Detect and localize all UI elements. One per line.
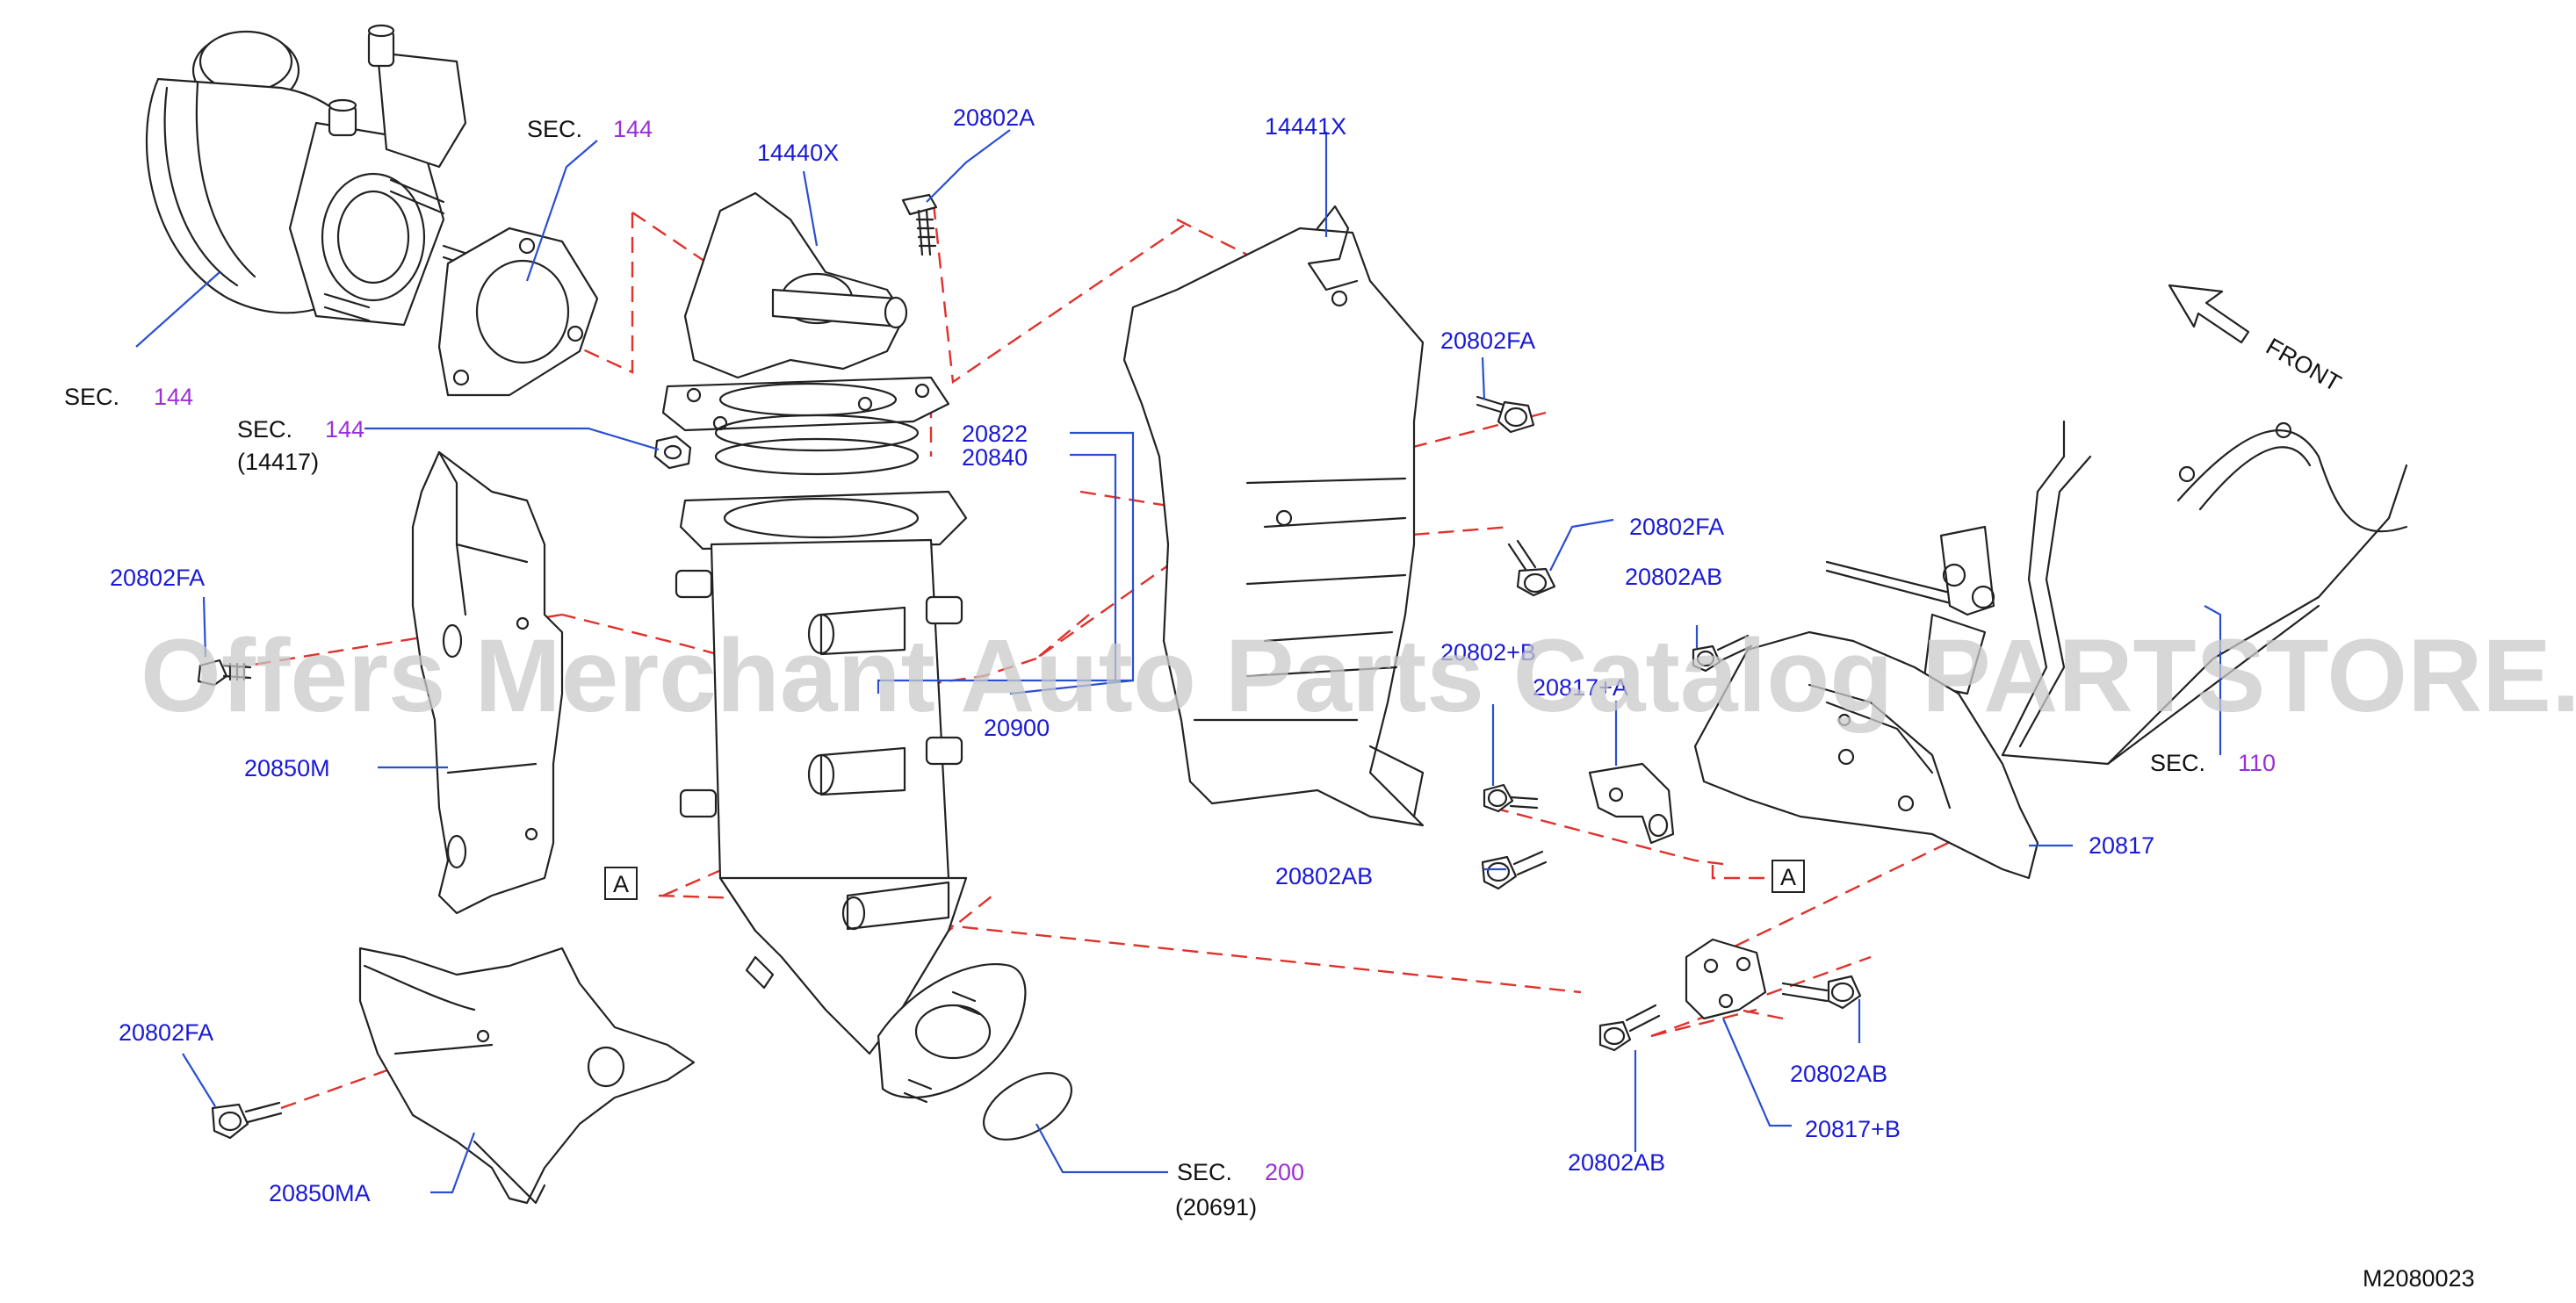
bolt-20802ab-lower-right [1781, 975, 1862, 1010]
heat-shield-20850m [411, 450, 564, 915]
part-20817a-label[interactable]: 20817+A [1533, 674, 1628, 701]
gasket-rings [714, 414, 920, 476]
part-20802b-label[interactable]: 20802+B [1440, 639, 1536, 666]
sec-144-top-number[interactable]: 144 [613, 116, 653, 142]
sec-144-left-number[interactable]: 144 [154, 384, 193, 410]
part-20802fa-label-mid[interactable]: 20802FA [1629, 514, 1724, 540]
sec-144-left-prefix: SEC. [64, 384, 119, 410]
bolt-20802ab-upper [1692, 634, 1753, 673]
catalytic-converter-20900 [675, 490, 1027, 1104]
diagram-code: M2080023 [2363, 1265, 2475, 1292]
watermark-text: Offers Merchant Auto Parts Catalog PARTS… [141, 618, 2576, 734]
front-label: FRONT [2262, 333, 2346, 396]
sec-110-prefix: SEC. [2150, 750, 2205, 776]
part-20802ab-label-lower-left[interactable]: 20802AB [1568, 1149, 1665, 1176]
part-14440x-label[interactable]: 14440X [757, 140, 839, 166]
part-20802ab-label-center[interactable]: 20802AB [1275, 863, 1373, 889]
part-20840-label[interactable]: 20840 [962, 444, 1028, 471]
part-14441x-label[interactable]: 14441X [1265, 113, 1346, 140]
sec-144-mid-number[interactable]: 144 [325, 416, 364, 443]
sec-200-number[interactable]: 200 [1265, 1159, 1304, 1185]
part-20802ab-label-upper[interactable]: 20802AB [1625, 564, 1722, 590]
bolt-20802a [901, 193, 938, 256]
bolt-20802fa-left [197, 659, 252, 687]
part-20802a-label[interactable]: 20802A [953, 104, 1035, 131]
heat-shield-20850ma [358, 947, 696, 1205]
front-arrow-icon [2168, 284, 2250, 344]
part-20802ab-label-lower-right[interactable]: 20802AB [1790, 1061, 1887, 1087]
exhaust-adapter-14440x [661, 191, 950, 432]
leader-lines [135, 129, 2222, 1194]
bracket-20817b [1685, 938, 1767, 1020]
sec-200-subnumber: (20691) [1175, 1194, 1257, 1220]
part-20817b-label[interactable]: 20817+B [1805, 1116, 1901, 1142]
bracket-20817a [1588, 762, 1675, 845]
turbocharger [145, 24, 485, 327]
part-20850ma-label[interactable]: 20850MA [269, 1180, 371, 1206]
bolt-20802fa-mid-right [1507, 539, 1556, 597]
turbo-gasket [437, 227, 599, 397]
sec-144-mid-subnumber: (14417) [237, 449, 319, 475]
bracket-20817 [1693, 630, 2039, 880]
bolt-20802fa-upper-right [1476, 395, 1535, 434]
part-20802fa-label-lower[interactable]: 20802FA [119, 1019, 213, 1046]
bolt-20802b [1483, 783, 1539, 813]
part-20802fa-label-upper[interactable]: 20802FA [1440, 328, 1535, 354]
part-20822-label[interactable]: 20822 [962, 421, 1028, 447]
sec-144-top-prefix: SEC. [527, 116, 582, 142]
bolt-20802ab-center [1481, 850, 1548, 890]
engine-block-sec110 [1825, 420, 2408, 766]
exhaust-gasket-20691 [982, 1072, 1073, 1141]
sec-144-mid-prefix: SEC. [237, 416, 292, 443]
reference-box-a-right: A [1771, 860, 1805, 893]
sec-200-prefix: SEC. [1177, 1159, 1232, 1185]
reference-box-a-left: A [604, 867, 638, 900]
bolt-20802ab-lower-left [1598, 1004, 1661, 1052]
part-20817-label[interactable]: 20817 [2089, 832, 2154, 859]
ref-a-right-label: A [1780, 864, 1796, 890]
part-20900-label[interactable]: 20900 [984, 715, 1050, 741]
nut-14417 [653, 435, 692, 470]
part-20802fa-label-left[interactable]: 20802FA [110, 565, 205, 591]
ref-a-left-label: A [613, 871, 629, 897]
heat-shield-14441x [1122, 205, 1425, 827]
part-labels: SEC. 144 14440X 20802A 14441X 20802FA SE… [64, 104, 2475, 1292]
bolt-20802fa-lower-left [211, 1101, 283, 1140]
part-20850m-label[interactable]: 20850M [244, 755, 330, 781]
sec-110-number[interactable]: 110 [2238, 750, 2276, 776]
